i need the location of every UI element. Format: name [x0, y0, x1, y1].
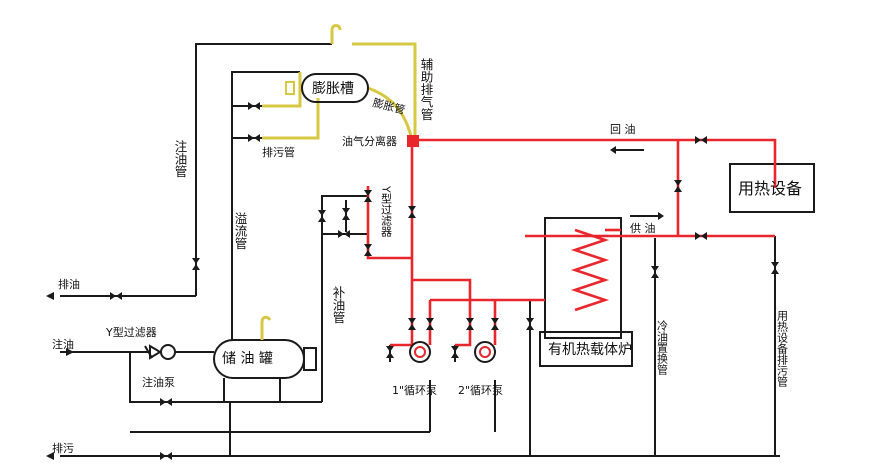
label-return-oil: 回 油 [610, 122, 636, 136]
label-drain-pipe: 排污管 [262, 145, 295, 159]
separator-marker [407, 135, 419, 147]
label-makeup-pipe: 补油管 [331, 285, 346, 324]
hot-oil-pipes [366, 138, 777, 347]
label-expansion-tank: 膨胀槽 [312, 80, 354, 97]
label-heater: 有机热载体炉 [548, 342, 632, 358]
label-y-filter-vertical: Y型过滤器 [380, 185, 393, 237]
label-drain-oil-left: 排油 [58, 277, 80, 291]
label-overflow-pipe: 溢流管 [233, 212, 248, 250]
label-cold-oil-pipe: 冷油置换管 [656, 320, 669, 376]
label-aux-vent: 辅助排气管 [419, 58, 434, 121]
label-fill-pipe: 注油管 [173, 139, 188, 178]
label-equipment-drain: 用热设备排污管 [776, 310, 789, 388]
label-pump2: 2"循环泵 [458, 384, 503, 397]
expansion-pipes [262, 24, 417, 141]
label-pump1: 1"循环泵 [392, 384, 437, 397]
label-separator: 油气分离器 [342, 134, 397, 148]
label-supply-oil: 供 油 [630, 221, 656, 235]
label-storage-tank: 储 油 罐 [222, 351, 273, 367]
label-heat-equipment: 用热设备 [738, 179, 802, 198]
black-pipes [60, 43, 815, 457]
circulation-pumps [409, 341, 496, 363]
flow-arrows [46, 146, 664, 460]
label-fill-pump: 注油泵 [142, 375, 175, 389]
label-y-filter-left: Y型过滤器 [105, 325, 157, 339]
label-discharge: 排污 [52, 441, 74, 455]
label-fill-oil-left: 注油 [52, 337, 74, 351]
valves [110, 102, 779, 460]
